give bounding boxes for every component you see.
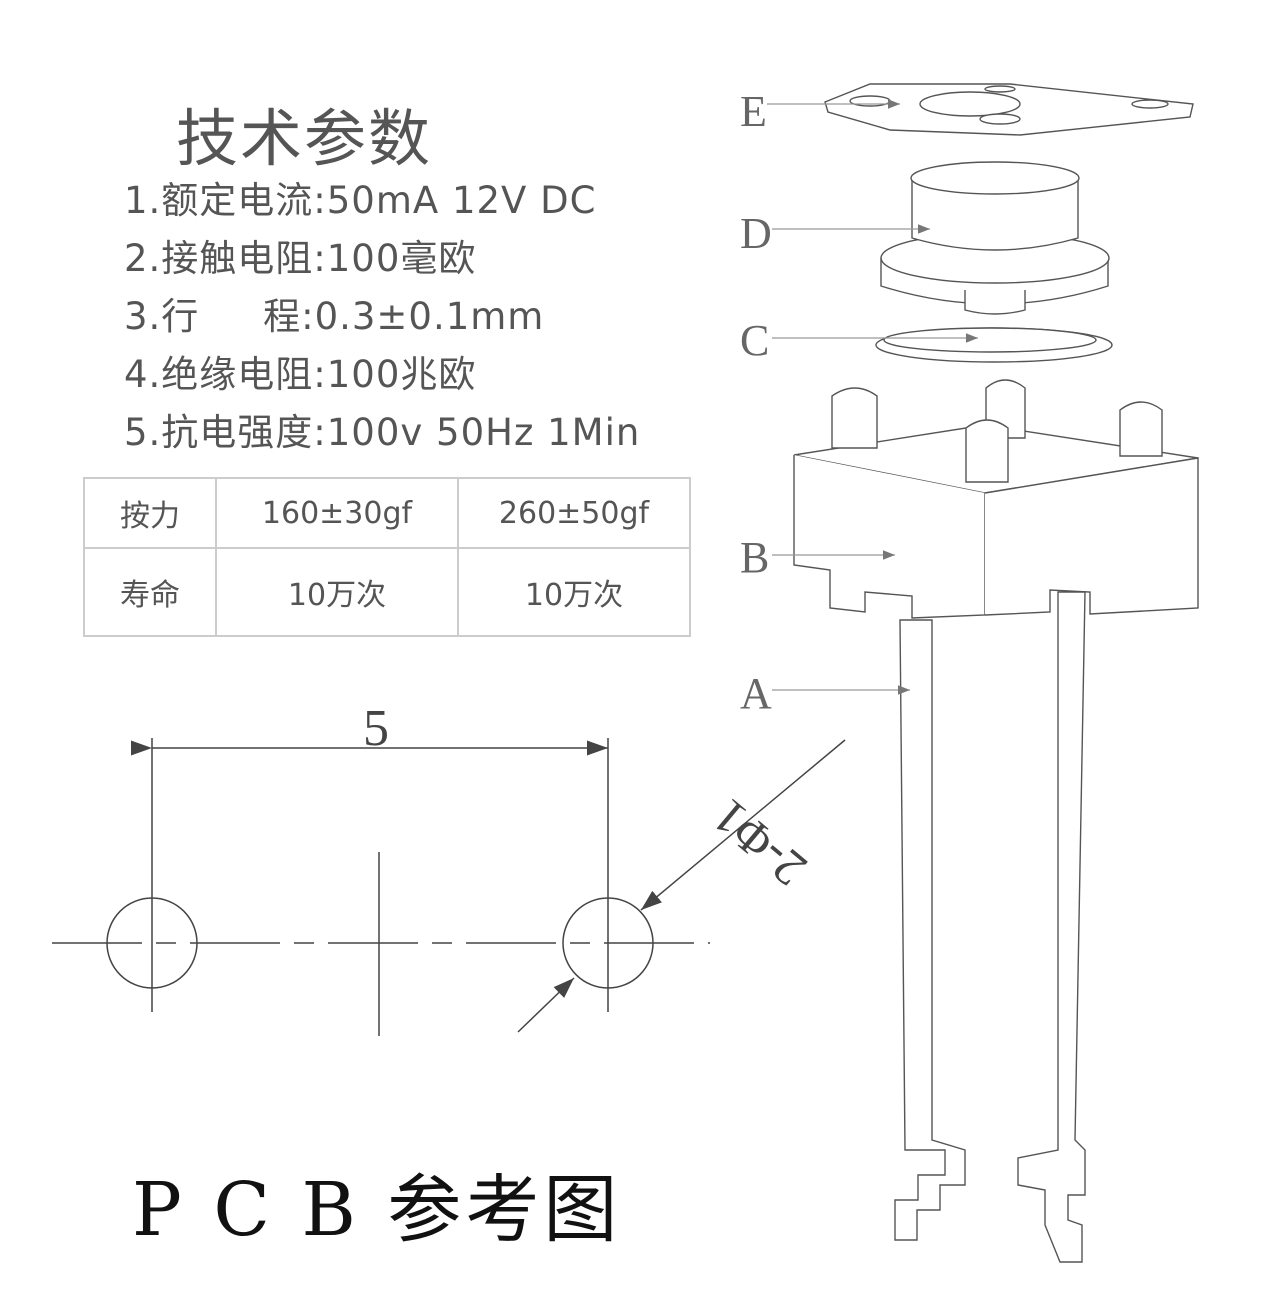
leader-line-upper	[640, 739, 846, 911]
part-labels	[767, 99, 978, 695]
spec-contact-resistance: 2.接触电阻:100毫欧	[124, 237, 477, 280]
table-cell: 260±50gf	[457, 477, 691, 549]
leader-line-lower	[517, 977, 575, 1033]
spec-travel: 3.行 程:0.3±0.1mm	[124, 295, 545, 338]
label-a: A	[740, 669, 772, 718]
label-c: C	[740, 316, 769, 365]
table-row: 寿命 10万次 10万次	[83, 547, 691, 637]
part-a-terminals	[894, 591, 1086, 1263]
part-e-cover	[824, 83, 1194, 136]
pcb-caption: P C B 参考图	[132, 1167, 622, 1253]
part-d-actuator	[880, 161, 1110, 315]
label-d: D	[740, 209, 772, 258]
table-cell: 10万次	[215, 547, 459, 637]
spec-insulation-resistance: 4.绝缘电阻:100兆欧	[124, 353, 477, 396]
parameter-table: 按力 160±30gf 260±50gf 寿命 10万次 10万次	[83, 477, 691, 637]
spec-rated-current: 1.额定电流:50mA 12V DC	[124, 179, 597, 222]
hole-left	[106, 897, 198, 989]
spec-dielectric-strength: 5.抗电强度:100v 50Hz 1Min	[124, 411, 641, 454]
label-b: B	[740, 533, 769, 582]
row-label: 按力	[83, 477, 217, 549]
pcb-footprint	[52, 738, 846, 1036]
hole-diameter: 2-Φ1	[702, 788, 817, 897]
page-title: 技术参数	[176, 102, 433, 175]
row-label: 寿命	[83, 547, 217, 637]
part-b-housing	[793, 379, 1199, 619]
table-cell: 10万次	[457, 547, 691, 637]
hole-right	[562, 897, 654, 989]
exploded-view	[793, 83, 1199, 1263]
spacing-dimension: 5	[363, 700, 389, 757]
table-cell: 160±30gf	[215, 477, 459, 549]
part-c-dome	[875, 327, 1113, 363]
table-row: 按力 160±30gf 260±50gf	[83, 477, 691, 549]
label-e: E	[740, 87, 767, 136]
